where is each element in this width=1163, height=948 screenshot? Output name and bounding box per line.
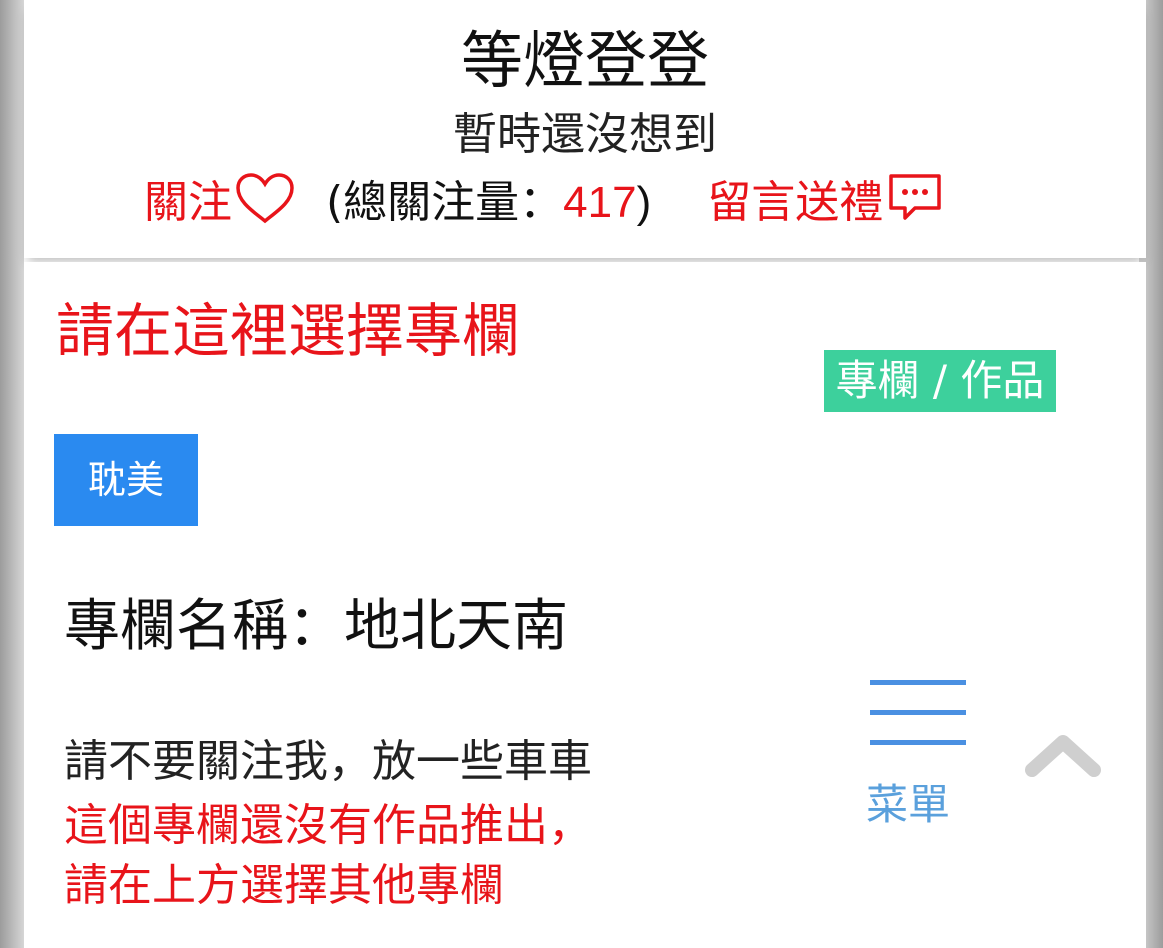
gift-label: 留言送禮 xyxy=(707,177,884,228)
follow-row: 關注 (總關注量：417) 留言送禮 xyxy=(144,168,943,228)
menu-button[interactable]: 菜單 xyxy=(860,680,990,840)
empty-notice: 這個專欄還沒有作品推出， 請在上方選擇其他專欄 xyxy=(64,796,592,916)
empty-notice-line2: 請在上方選擇其他專欄 xyxy=(64,860,504,911)
author-bio: 暫時還沒想到 xyxy=(453,109,717,160)
follow-button[interactable]: 關注 xyxy=(144,166,296,230)
left-gutter xyxy=(0,0,24,948)
total-followers-close: ) xyxy=(636,178,652,227)
column-name: 專欄名稱：地北天南 xyxy=(64,594,568,659)
author-name: 等燈登登 xyxy=(460,24,709,97)
empty-notice-line1: 這個專欄還沒有作品推出， xyxy=(64,800,592,851)
menu-label: 菜單 xyxy=(865,780,950,829)
chevron-up-icon xyxy=(1025,735,1101,777)
select-column-prompt: 請在這裡選擇專欄 xyxy=(56,297,521,365)
tag-button-danmei[interactable]: 耽美 xyxy=(54,434,198,526)
chat-bubble-icon xyxy=(889,174,941,220)
total-followers: (總關注量：417) xyxy=(326,166,651,230)
follow-label: 關注 xyxy=(144,177,232,228)
columns-works-button[interactable]: 專欄 / 作品 xyxy=(824,350,1056,412)
heart-outline-icon xyxy=(236,173,294,224)
column-description: 請不要關注我，放一些車車 xyxy=(64,736,592,787)
author-header: 等燈登登 暫時還沒想到 關注 (總關注量：417) 留言送禮 xyxy=(24,0,1146,258)
gift-comment-button[interactable]: 留言送禮 xyxy=(707,166,943,230)
column-panel: 請在這裡選擇專欄 專欄 / 作品 耽美 專欄名稱：地北天南 請不要關注我，放一些… xyxy=(24,262,1146,948)
total-followers-count: 417 xyxy=(563,178,637,227)
back-to-top-button[interactable] xyxy=(1024,732,1102,782)
total-followers-label: (總關注量： xyxy=(326,177,564,228)
